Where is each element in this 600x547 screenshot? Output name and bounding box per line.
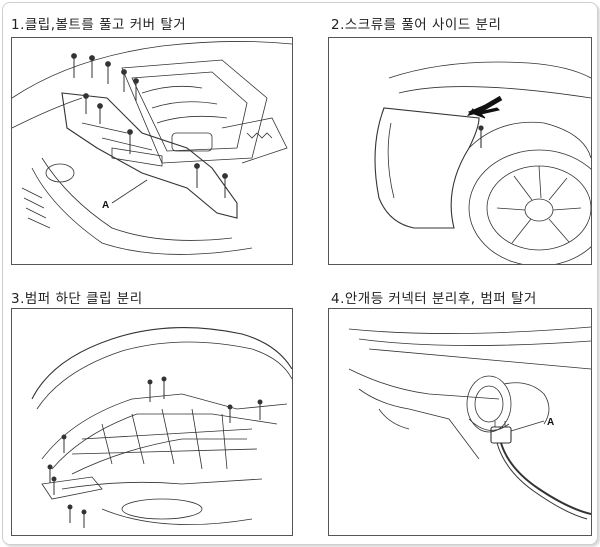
step-1-illustration: A: [11, 37, 293, 265]
step-4-illustration: A: [328, 308, 592, 536]
step-3-title: 3.범퍼 하단 클립 분리: [11, 291, 143, 307]
step-1-callout-a: A: [102, 200, 109, 211]
step-4-title: 4.안개등 커넥터 분리후, 범퍼 탈거: [331, 291, 537, 307]
under-bumper-diagram: [31, 327, 292, 528]
fog-lamp-connector-diagram: A: [348, 326, 591, 520]
step-2-title: 2.스크류를 풀어 사이드 분리: [331, 17, 502, 33]
step-3-illustration: [11, 308, 293, 536]
step-1-title: 1.클립,볼트를 풀고 커버 탈거: [11, 17, 187, 33]
bumper-side-diagram: [374, 61, 591, 264]
step-2-illustration: [328, 37, 592, 265]
step-4-callout-a: A: [547, 417, 554, 428]
engine-cover-diagram: A: [12, 41, 292, 255]
